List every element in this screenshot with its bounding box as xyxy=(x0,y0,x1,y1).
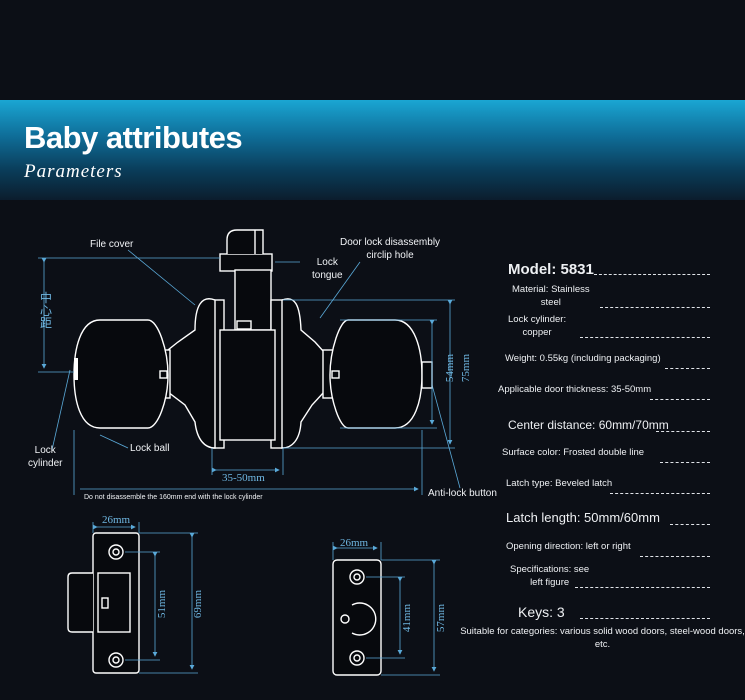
lock-ball-label: Lock ball xyxy=(130,443,170,454)
spec-center-distance-line xyxy=(656,431,710,432)
lock-cylinder-label: Lock cylinder xyxy=(28,445,63,469)
spec-surface-color-line xyxy=(660,462,710,463)
spec-specifications-line xyxy=(575,587,710,588)
spec-weight: Weight: 0.55kg (including packaging) xyxy=(505,353,661,364)
plate2-57-dim: 57mm xyxy=(435,603,448,633)
spec-weight-line xyxy=(665,368,710,369)
spec-lock-cylinder: Lock cylinder: copper xyxy=(508,314,567,338)
spec-categories: Suitable for categories: various solid w… xyxy=(460,626,745,650)
spec-latch-type-line xyxy=(610,493,710,494)
spec-center-distance: Center distance: 60mm/70mm xyxy=(508,418,669,432)
spec-keys-line xyxy=(580,618,710,619)
plate2-dims xyxy=(332,542,440,676)
spec-door-thickness-line xyxy=(650,399,710,400)
dim-54: 54mm xyxy=(444,353,457,383)
spec-specifications: Specifications: see left figure xyxy=(510,564,590,588)
plate1-69-dim: 69mm xyxy=(192,589,205,619)
spec-opening-direction: Opening direction: left or right xyxy=(506,541,631,552)
lock-body xyxy=(73,229,433,449)
spec-opening-direction-line xyxy=(640,556,710,557)
anti-lock-button-label: Anti-lock button xyxy=(428,488,497,499)
strike-plate-1 xyxy=(67,532,140,674)
file-cover-label: File cover xyxy=(90,239,134,250)
plate2-width-dim: 26mm xyxy=(340,537,369,549)
dim-75: 75mm xyxy=(460,353,473,383)
header-banner: Baby attributes Parameters xyxy=(0,100,745,200)
strike-plate-2 xyxy=(332,559,382,676)
spec-material: Material: Stainless steel xyxy=(512,284,590,308)
plate1-width-dim: 26mm xyxy=(102,514,131,526)
plate2-41-dim: 41mm xyxy=(401,603,414,633)
page-title: Baby attributes xyxy=(24,120,243,155)
center-distance-cn-label: 中心距 xyxy=(40,291,53,331)
spec-lock-cylinder-line xyxy=(580,337,710,338)
spec-model: Model: 5831 xyxy=(508,261,594,278)
thickness-dim: 35-50mm xyxy=(222,472,265,484)
spec-latch-type: Latch type: Beveled latch xyxy=(506,478,613,489)
spec-door-thickness: Applicable door thickness: 35-50mm xyxy=(498,384,652,395)
page-subtitle: Parameters xyxy=(24,161,123,182)
spec-latch-length-line xyxy=(670,524,710,525)
spec-surface-color: Surface color: Frosted double line xyxy=(502,447,645,458)
spec-keys: Keys: 3 xyxy=(518,604,565,620)
spec-model-line xyxy=(594,274,710,275)
plate1-dims xyxy=(92,522,198,674)
warning-note: Do not disassemble the 160mm end with th… xyxy=(84,494,263,501)
dimension-lines xyxy=(38,257,455,495)
spec-latch-length: Latch length: 50mm/60mm xyxy=(506,510,660,525)
lock-tongue-label: Lock tongue xyxy=(312,257,343,281)
spec-material-line xyxy=(600,307,710,308)
circlip-hole-label: Door lock disassembly circlip hole xyxy=(340,237,441,261)
plate1-51-dim: 51mm xyxy=(156,589,169,619)
